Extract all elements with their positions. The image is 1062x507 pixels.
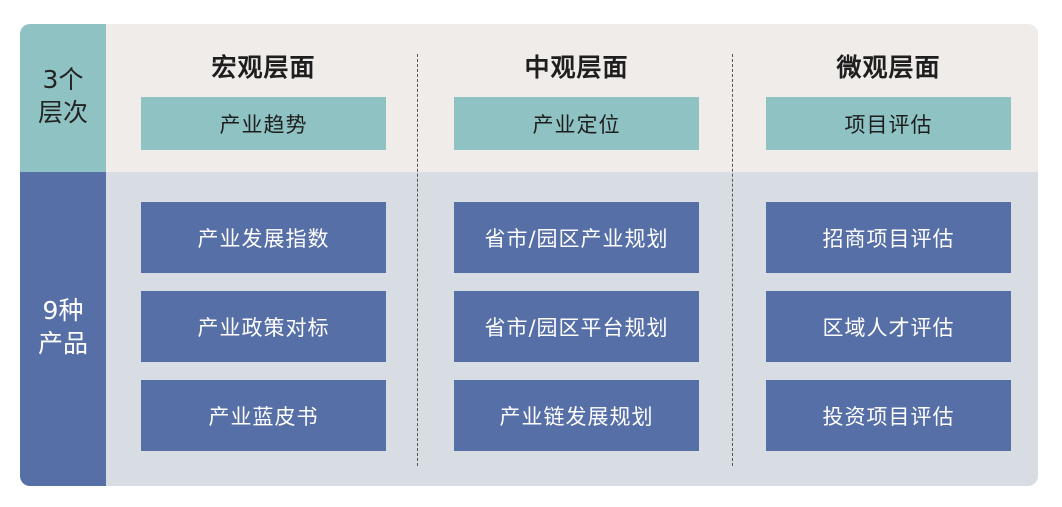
levels-header-cell bbox=[20, 24, 106, 172]
product-box: 省市/园区平台规划 bbox=[454, 291, 699, 362]
product-box: 省市/园区产业规划 bbox=[454, 202, 699, 273]
column-divider bbox=[732, 54, 733, 466]
products-label-line2: 产品 bbox=[37, 329, 88, 358]
product-box: 产业发展指数 bbox=[141, 202, 386, 273]
products-header-cell bbox=[20, 172, 106, 486]
products-label: 9种 产品 bbox=[20, 294, 106, 360]
micro-level-title: 微观层面 bbox=[836, 53, 941, 82]
product-box: 区域人才评估 bbox=[766, 291, 1011, 362]
product-box: 产业蓝皮书 bbox=[141, 380, 386, 451]
macro-level-title: 宏观层面 bbox=[211, 53, 316, 82]
products-label-line1: 9种 bbox=[42, 296, 84, 325]
micro-level-box: 项目评估 bbox=[766, 97, 1011, 150]
levels-label-line2: 层次 bbox=[37, 98, 88, 127]
meso-level-title: 中观层面 bbox=[524, 53, 629, 82]
meso-level-box: 产业定位 bbox=[454, 97, 699, 150]
levels-label: 3个 层次 bbox=[20, 63, 106, 129]
diagram-panel: 3个 层次 9种 产品 宏观层面 产业趋势 产业发展指数 产业政策对标 产业蓝皮… bbox=[20, 24, 1038, 486]
product-box: 招商项目评估 bbox=[766, 202, 1011, 273]
column-divider bbox=[417, 54, 418, 466]
product-box: 投资项目评估 bbox=[766, 380, 1011, 451]
macro-level-box: 产业趋势 bbox=[141, 97, 386, 150]
product-box: 产业政策对标 bbox=[141, 291, 386, 362]
levels-label-line1: 3个 bbox=[42, 65, 84, 94]
product-box: 产业链发展规划 bbox=[454, 380, 699, 451]
